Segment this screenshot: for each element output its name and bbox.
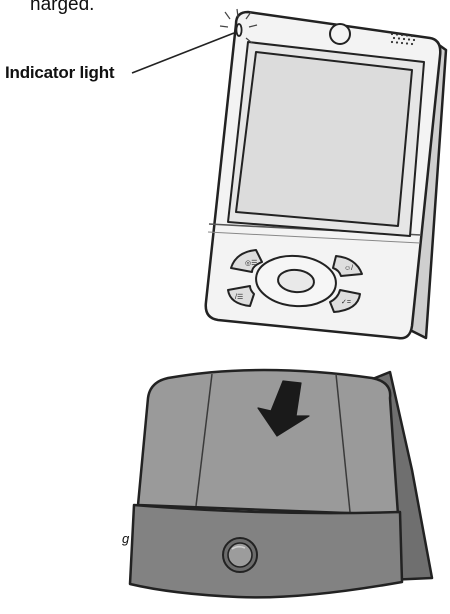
cradle-button-icon[interactable] [223,538,257,572]
cradle-front-panel [130,505,402,597]
cradle [130,370,432,597]
svg-text:☺/: ☺/ [344,265,353,272]
indicator-leader-line [132,33,234,73]
device-screen [236,52,412,226]
indicator-light-label: Indicator light [5,63,114,83]
handheld-device: ◎☰ ☺/ /☰ ✓= [132,9,446,338]
caption-fragment: g [122,531,129,546]
svg-text:◎☰: ◎☰ [245,260,257,267]
svg-text:✓=: ✓= [341,299,351,306]
power-button-icon[interactable] [330,24,350,44]
intro-text: harged. [30,0,94,16]
svg-text:/☰: /☰ [235,294,243,301]
cradle-back-panel [138,370,398,515]
